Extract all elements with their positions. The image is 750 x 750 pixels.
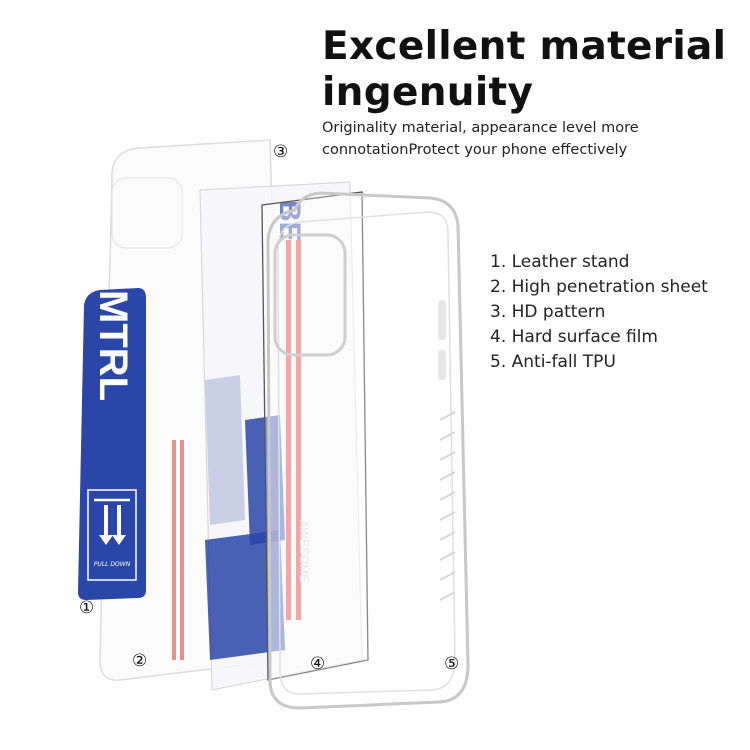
marker-2: ② (132, 651, 148, 671)
list-item: 5. Anti-fall TPU (490, 352, 616, 372)
list-item: 1. Leather stand (490, 252, 630, 272)
page-title: Excellent material ingenuity (322, 24, 726, 116)
marker-3: ③ (273, 142, 289, 162)
marker-4: ④ (310, 654, 326, 674)
hard-surface-film (261, 191, 369, 681)
pattern-side-text: AWESOME (297, 520, 311, 582)
subtitle-line-2: connotationProtect your phone effectivel… (322, 142, 628, 158)
marker-1: ① (79, 598, 95, 618)
title-line-1: Excellent material (322, 24, 727, 69)
title-line-2: ingenuity (322, 70, 534, 115)
subtitle: Originality material, appearance level m… (322, 117, 639, 161)
list-item: 2. High penetration sheet (490, 277, 708, 297)
anti-fall-tpu-case (266, 191, 470, 710)
subtitle-line-1: Originality material, appearance level m… (322, 120, 639, 136)
layer-list: 1. Leather stand 2. High penetration she… (490, 250, 708, 375)
list-item: 4. Hard surface film (490, 327, 658, 347)
leather-stand: MTRL PULL DOWN (78, 288, 146, 600)
marker-5: ⑤ (444, 654, 460, 674)
stand-text-mtrl: MTRL (91, 290, 135, 401)
pull-down-text: PULL DOWN (94, 561, 131, 568)
list-item: 3. HD pattern (490, 302, 606, 322)
